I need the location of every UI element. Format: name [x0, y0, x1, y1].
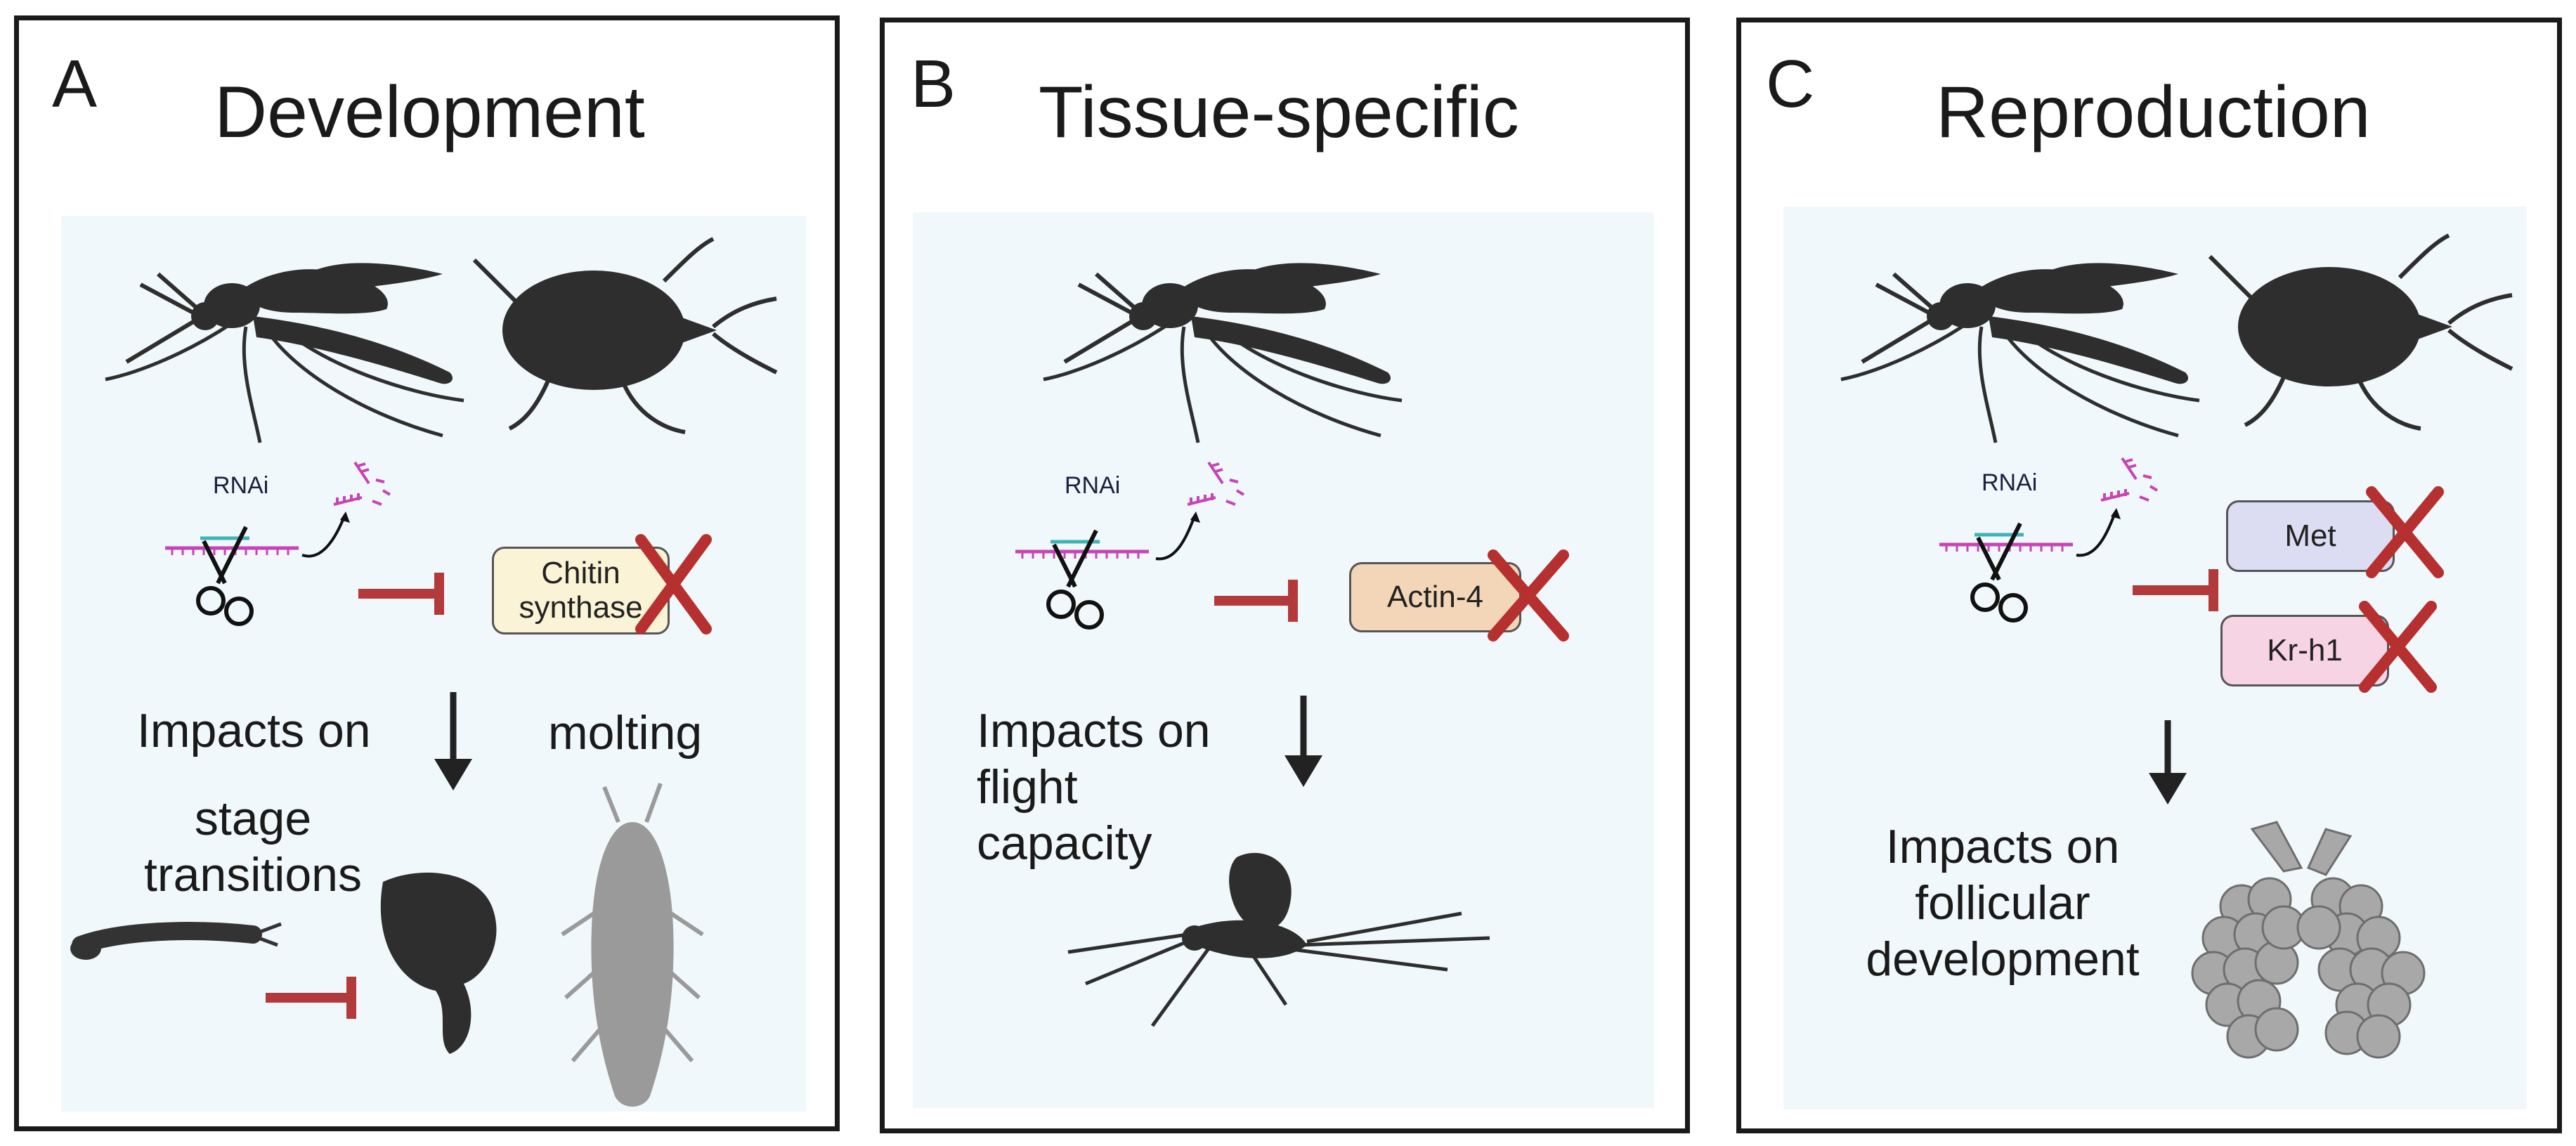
panel-c-letter: C	[1766, 46, 1815, 122]
kr-h1-box: Kr-h1	[2220, 615, 2389, 686]
mosquito-icon	[105, 263, 464, 443]
cross-a	[635, 534, 712, 634]
panel-c-rnai-label: RNAi	[1982, 469, 2038, 496]
panel-a-impacts-label: Impacts on	[137, 704, 371, 757]
panel-a-letter: A	[52, 46, 98, 122]
panel-b-background	[913, 212, 1654, 1108]
processing-arrow-c	[2076, 512, 2116, 557]
inhibit-bar-b	[1214, 580, 1298, 622]
down-arrow-c	[2149, 720, 2187, 805]
panel-b	[880, 18, 1690, 1133]
panel-a-rnai-label: RNAi	[213, 472, 269, 499]
inhibit-bar-c	[2133, 569, 2218, 611]
panel-a-title: Development	[214, 72, 645, 153]
mosquito-icon-c	[1841, 263, 2199, 443]
inhibit-bar-stage	[266, 977, 356, 1019]
rna-fragments-icon-c	[2100, 457, 2159, 502]
panel-b-title: Tissue-specific	[1039, 72, 1519, 153]
mosquito-icon-b	[1043, 263, 1402, 443]
chitin-synthase-box: Chitin synthase	[492, 547, 670, 634]
rna-fragments-icon-b	[1186, 461, 1245, 506]
actin-4-label: Actin-4	[1387, 579, 1483, 614]
nymph-icon	[561, 782, 704, 1107]
rna-fragments-icon	[332, 461, 391, 506]
panel-a-stage-label: stage transitions	[144, 792, 362, 902]
down-arrow-b	[1284, 696, 1322, 787]
panel-c-title: Reproduction	[1936, 72, 2371, 153]
pupa-icon	[380, 872, 497, 1054]
panel-b-impacts-label: Impacts on flight capacity	[977, 704, 1211, 871]
panel-c-impacts-label: Impacts on follicular development	[1866, 820, 2140, 987]
ovary-icon	[2191, 821, 2426, 1059]
kr-h1-label: Kr-h1	[2267, 632, 2343, 668]
panel-b-rnai-label: RNAi	[1065, 472, 1121, 499]
processing-arrow-b	[1155, 516, 1196, 561]
cross-kr-h1	[2359, 601, 2437, 693]
actin-4-box: Actin-4	[1349, 562, 1521, 632]
triatomine-bug-icon	[474, 239, 776, 432]
processing-arrow-a	[301, 516, 346, 558]
scissors-icon-c	[1972, 523, 2026, 620]
chitin-synthase-label: Chitin synthase	[519, 556, 643, 625]
met-label: Met	[2284, 518, 2336, 553]
scissors-icon-b	[1048, 530, 1102, 627]
triatomine-bug-icon-c	[2210, 235, 2512, 429]
met-box: Met	[2226, 500, 2395, 572]
down-arrow-a	[434, 692, 472, 790]
flightless-mosquito-icon	[1067, 852, 1490, 1027]
scissors-icon	[198, 527, 252, 624]
cross-met	[2366, 486, 2444, 578]
panel-a-molting-label: molting	[548, 706, 703, 760]
inhibit-bar-a	[358, 573, 444, 615]
panel-b-letter: B	[911, 46, 956, 122]
larva-icon	[70, 922, 282, 960]
cross-b	[1488, 549, 1569, 642]
